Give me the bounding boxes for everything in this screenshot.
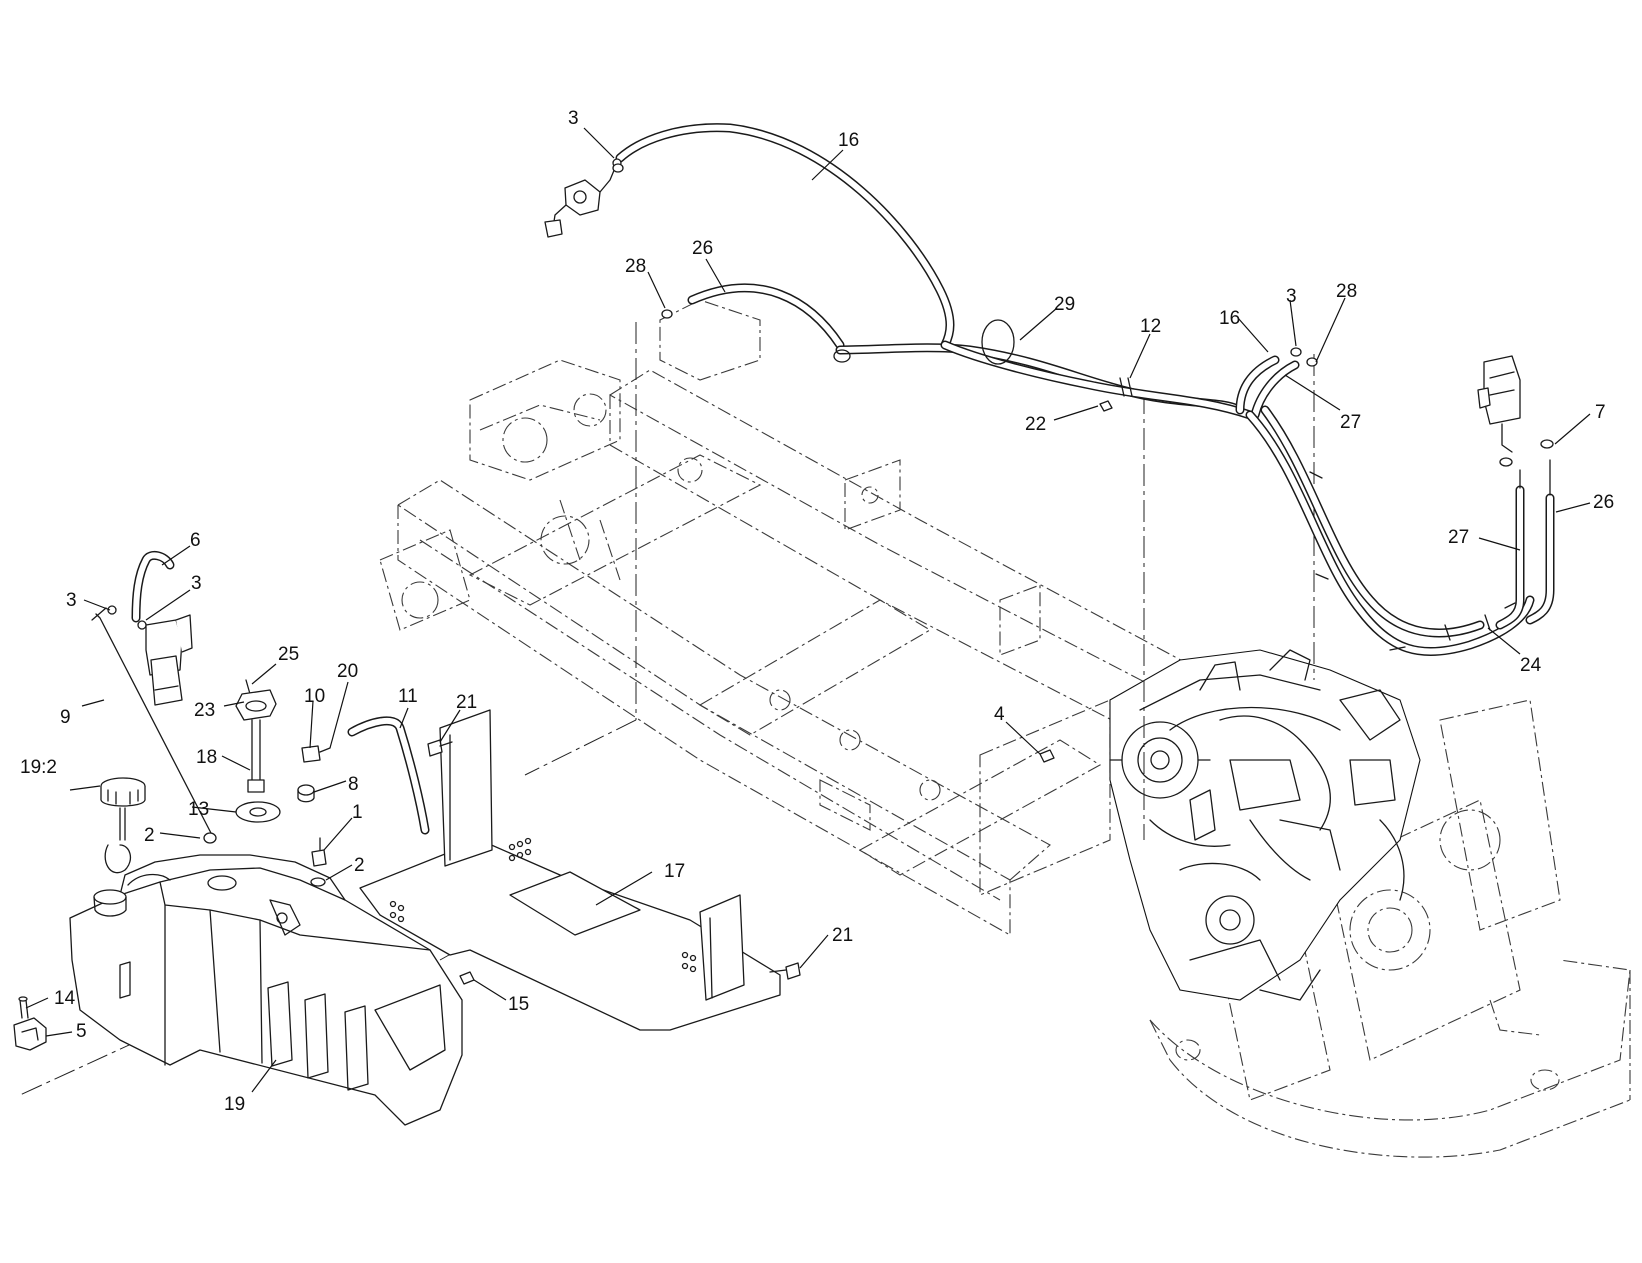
- callout-19-2: 19:2: [20, 757, 57, 778]
- callout-3: 3: [66, 590, 77, 611]
- callout-28: 28: [1336, 281, 1357, 302]
- callout-21: 21: [832, 925, 853, 946]
- callout-24: 24: [1520, 655, 1542, 676]
- fuel-pump-assembly: [544, 158, 622, 238]
- callout-11: 11: [398, 686, 418, 707]
- callout-4: 4: [994, 704, 1005, 725]
- callout-25: 25: [278, 644, 299, 665]
- callout-9: 9: [60, 707, 71, 728]
- callout-5: 5: [76, 1021, 87, 1042]
- callout-labels: 3 16 26 28 29 12 16 3 28 27 22 7 26 27 2…: [20, 108, 1614, 1115]
- engine-assembly: [1109, 649, 1421, 1001]
- vent-rod: [91, 607, 217, 844]
- callout-13: 13: [188, 799, 209, 820]
- callout-16: 16: [838, 130, 859, 151]
- callout-18: 18: [196, 747, 217, 768]
- callout-3: 3: [568, 108, 579, 129]
- callout-26: 26: [1593, 492, 1614, 513]
- callout-3: 3: [191, 573, 202, 594]
- hose-clamps: [612, 163, 1318, 367]
- callout-20: 20: [337, 661, 358, 682]
- callout-19: 19: [224, 1094, 245, 1115]
- callout-2: 2: [354, 855, 365, 876]
- fuel-sensor-harness: [1477, 355, 1554, 496]
- callout-14: 14: [54, 988, 76, 1009]
- callout-17: 17: [664, 861, 685, 882]
- callout-22: 22: [1025, 414, 1046, 435]
- tank-support-tray: [347, 400, 1113, 1031]
- callout-29: 29: [1054, 294, 1075, 315]
- callout-23: 23: [194, 700, 215, 721]
- callout-27: 27: [1448, 527, 1469, 548]
- callout-27: 27: [1340, 412, 1361, 433]
- callout-21: 21: [456, 692, 477, 713]
- callout-8: 8: [348, 774, 359, 795]
- callout-1: 1: [352, 802, 363, 823]
- machine-frame: [379, 299, 1631, 1158]
- fuel-sender-parts: [100, 679, 331, 887]
- leader-lines: [25, 127, 1591, 1093]
- fuel-filter-assembly: [107, 550, 193, 706]
- tank-clip: [13, 996, 47, 1051]
- callout-28: 28: [625, 256, 646, 277]
- callout-26: 26: [692, 238, 713, 259]
- callout-2: 2: [144, 825, 155, 846]
- callout-12: 12: [1140, 316, 1161, 337]
- callout-7: 7: [1595, 402, 1606, 423]
- fuel-tank: [69, 854, 463, 1126]
- callout-6: 6: [190, 530, 201, 551]
- fuel-hoses: [615, 123, 1555, 656]
- callout-15: 15: [508, 994, 529, 1015]
- callout-3: 3: [1286, 286, 1297, 307]
- callout-10: 10: [304, 686, 325, 707]
- callout-16: 16: [1219, 308, 1240, 329]
